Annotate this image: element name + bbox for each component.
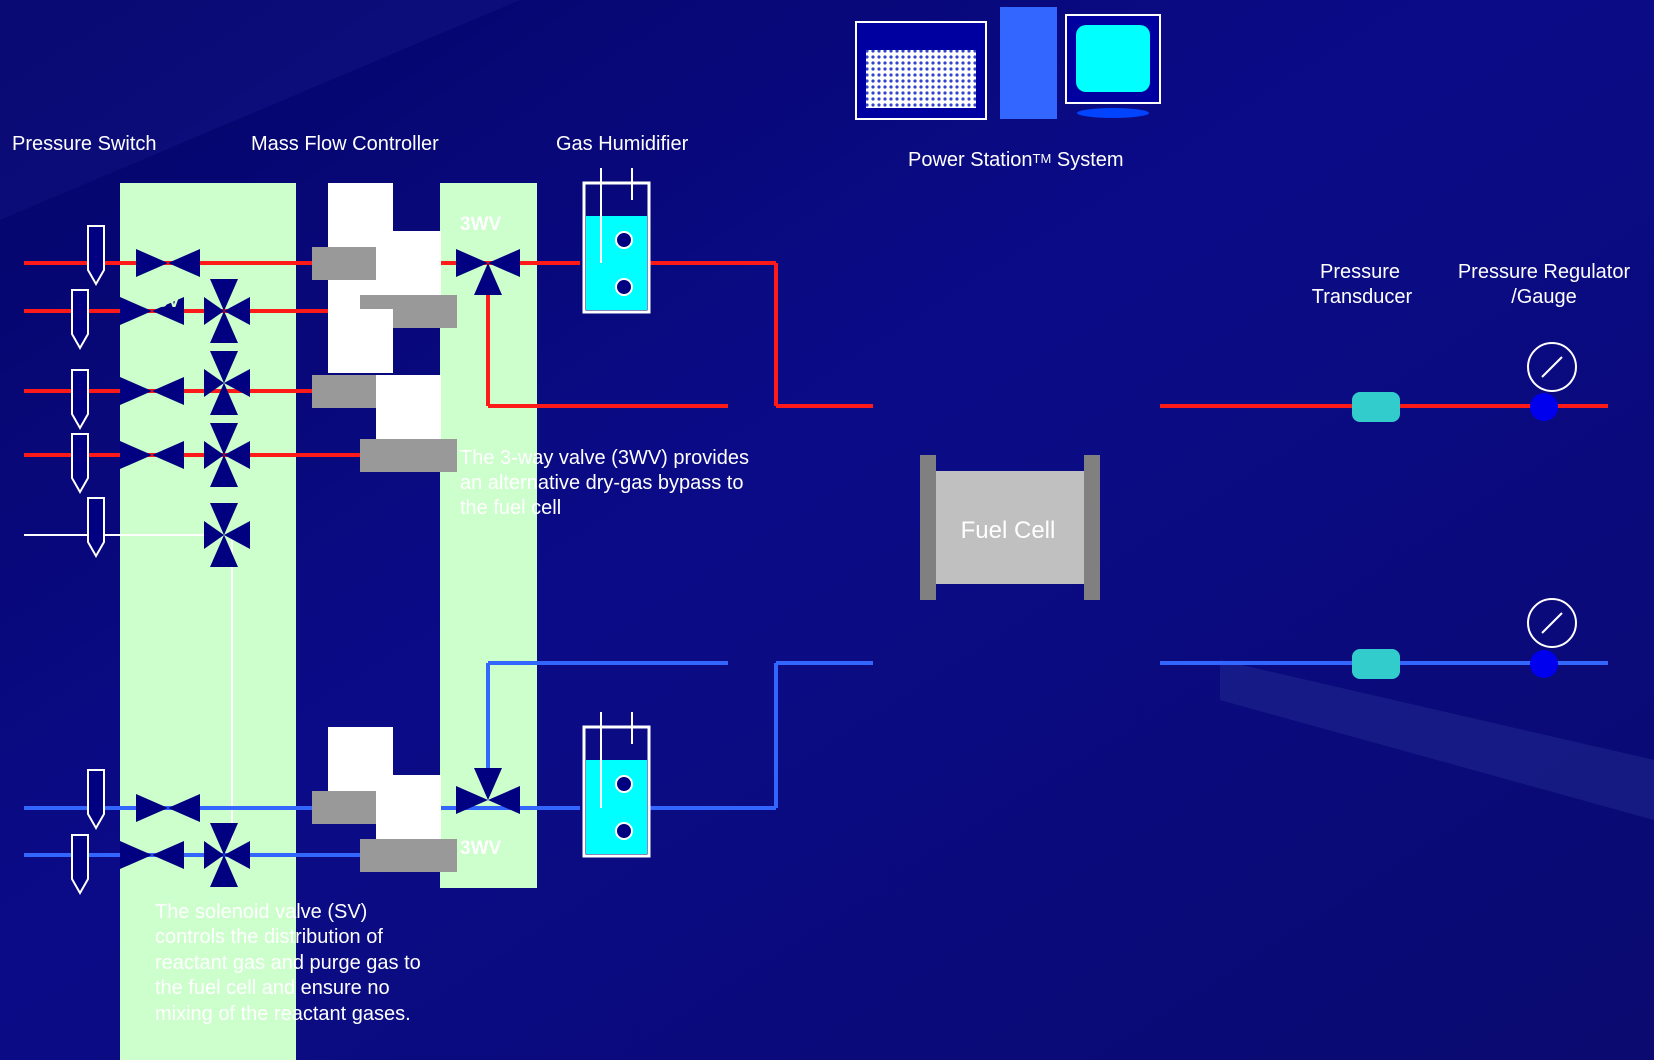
- pressure-regulator-label-1: Pressure Regulator: [1458, 261, 1631, 283]
- pressure-regulator-gauge: [1527, 342, 1577, 678]
- sv-label: SV: [252, 534, 278, 555]
- three-wv-label-upper: 3WV: [460, 214, 502, 235]
- mass-flow-controller-label: Mass Flow Controller: [251, 133, 439, 155]
- note-line: an alternative dry-gas bypass to: [460, 472, 744, 494]
- note-line: reactant gas and purge gas to: [155, 952, 421, 974]
- fuel-cell: [920, 455, 1100, 600]
- gas-humidifier-lower: [582, 712, 651, 858]
- fuel-cell-label: Fuel Cell: [961, 517, 1056, 544]
- mass-flow-controller: [312, 183, 457, 472]
- note-line: The 3-way valve (3WV) provides: [460, 447, 749, 469]
- power-station-suffix: System: [1051, 149, 1123, 171]
- gas-humidifier: [582, 168, 651, 314]
- background-sheen: [1220, 660, 1654, 820]
- pressure-transducer-label-1: Pressure: [1320, 261, 1400, 283]
- power-station-tm: TM: [1033, 151, 1052, 166]
- sv-label-hidden: SV: [155, 291, 181, 312]
- three-way-valve-note: The 3-way valve (3WV) provides an altern…: [460, 447, 749, 519]
- note-line: the fuel cell and ensure no: [155, 977, 390, 999]
- power-station-label: Power StationTM System: [908, 149, 1124, 171]
- solenoid-valve-note: The solenoid valve (SV) controls the dis…: [155, 901, 421, 1025]
- gas-humidifier-label: Gas Humidifier: [556, 133, 689, 155]
- purge-gas-line: [24, 534, 233, 840]
- note-line: The solenoid valve (SV): [155, 901, 367, 923]
- pressure-transducer-label-2: Transducer: [1312, 286, 1413, 308]
- pressure-switch-label: Pressure Switch: [12, 133, 157, 155]
- mass-flow-controller-lower: [312, 727, 457, 872]
- note-line: mixing of the reactant gases.: [155, 1003, 411, 1025]
- pressure-regulator-label-2: /Gauge: [1511, 286, 1577, 308]
- pressure-transducer: [1352, 392, 1400, 679]
- solenoid-valve-panel: [120, 183, 296, 1060]
- power-station-icon: [855, 7, 1161, 120]
- note-line: controls the distribution of: [155, 926, 383, 948]
- background-sheen-top: [0, 0, 520, 220]
- power-station-name: Power Station: [908, 149, 1033, 171]
- note-line: the fuel cell: [460, 497, 561, 519]
- three-wv-label-lower: 3WV: [460, 838, 502, 859]
